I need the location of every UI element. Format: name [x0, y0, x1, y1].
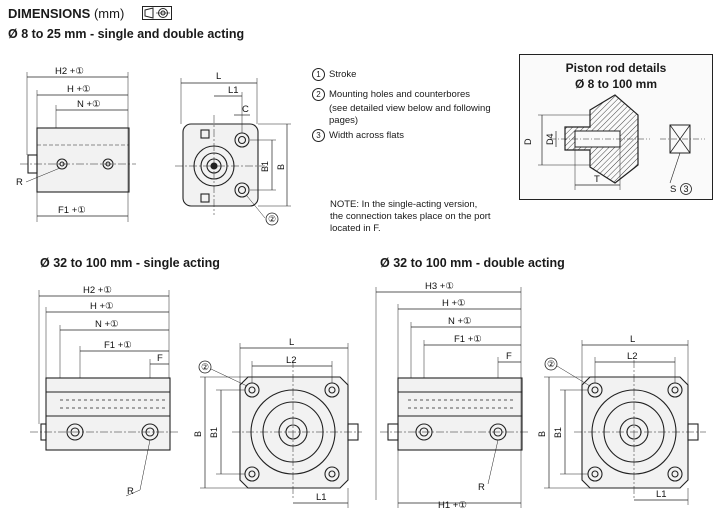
dim-F1: F1 +①: [104, 340, 132, 351]
dim-L: L: [216, 71, 221, 82]
dim-R: R: [478, 482, 485, 493]
dim-L1: L1: [656, 489, 667, 500]
dim-D: D: [523, 138, 533, 145]
dim-F1: F1 +①: [454, 334, 482, 345]
dim-H1: H1 +①: [438, 500, 467, 511]
piston-rod-details-box: Piston rod details Ø 8 to 100 mm D D4 T …: [519, 54, 713, 200]
dim-H2: H2 +①: [55, 66, 84, 77]
dim-H: H +①: [90, 301, 114, 312]
legend-item-mounting-cont2: pages): [329, 115, 359, 127]
dim-T: T: [594, 174, 600, 185]
dim-B1: B1: [209, 427, 219, 438]
note-line: NOTE: In the single-acting version,: [330, 199, 478, 210]
projection-symbol-icon: [142, 6, 172, 20]
dim-N: N +①: [448, 316, 472, 327]
section-title-small: Ø 8 to 25 mm - single and double acting: [8, 27, 245, 41]
legend-item-mounting-cont: (see detailed view below and following: [329, 103, 491, 115]
dim-S: S: [670, 184, 676, 195]
dim-L2: L2: [286, 355, 297, 366]
callout-2: ②: [547, 359, 555, 369]
piston-title-1: Piston rod details: [565, 61, 667, 75]
dim-H3: H3 +①: [425, 281, 454, 292]
callout-2: ②: [201, 362, 209, 372]
callout-2: ②: [268, 214, 276, 224]
callout-3: 3: [684, 184, 689, 194]
dim-L: L: [630, 334, 635, 345]
dim-R: R: [16, 177, 23, 188]
dim-B: B: [193, 431, 203, 437]
dim-H: H +①: [442, 298, 466, 309]
section-title-single: Ø 32 to 100 mm - single acting: [40, 256, 220, 270]
dim-L1: L1: [228, 85, 239, 96]
note: NOTE: In the single-acting version, the …: [330, 199, 491, 235]
dim-B: B: [276, 164, 286, 170]
section-title-double: Ø 32 to 100 mm - double acting: [380, 256, 565, 270]
dim-R: R: [127, 486, 134, 497]
unit-text: (mm): [93, 6, 125, 21]
dim-H2: H2 +①: [83, 285, 112, 296]
dim-D4: D4: [545, 133, 555, 145]
dim-B1: B1: [260, 161, 270, 172]
dim-F: F: [157, 353, 163, 364]
dim-L1: L1: [316, 492, 327, 503]
dim-N: N +①: [77, 99, 101, 110]
dim-L: L: [289, 337, 294, 348]
piston-title-2: Ø 8 to 100 mm: [574, 77, 658, 91]
dim-H: H +①: [67, 84, 91, 95]
dim-C: C: [242, 104, 249, 115]
page-title: DIMENSIONS (mm): [8, 6, 124, 21]
piston-rod-drawing: D D4 T S 3: [523, 94, 705, 195]
dim-N: N +①: [95, 319, 119, 330]
dim-B: B: [537, 431, 547, 437]
dim-F: F: [506, 351, 512, 362]
note-line: located in F.: [330, 223, 381, 234]
note-line: the connection takes place on the port: [330, 211, 491, 222]
dim-B1: B1: [553, 427, 563, 438]
dim-L2: L2: [627, 351, 638, 362]
dim-F1: F1 +①: [58, 205, 86, 216]
title-text: DIMENSIONS: [8, 6, 91, 21]
